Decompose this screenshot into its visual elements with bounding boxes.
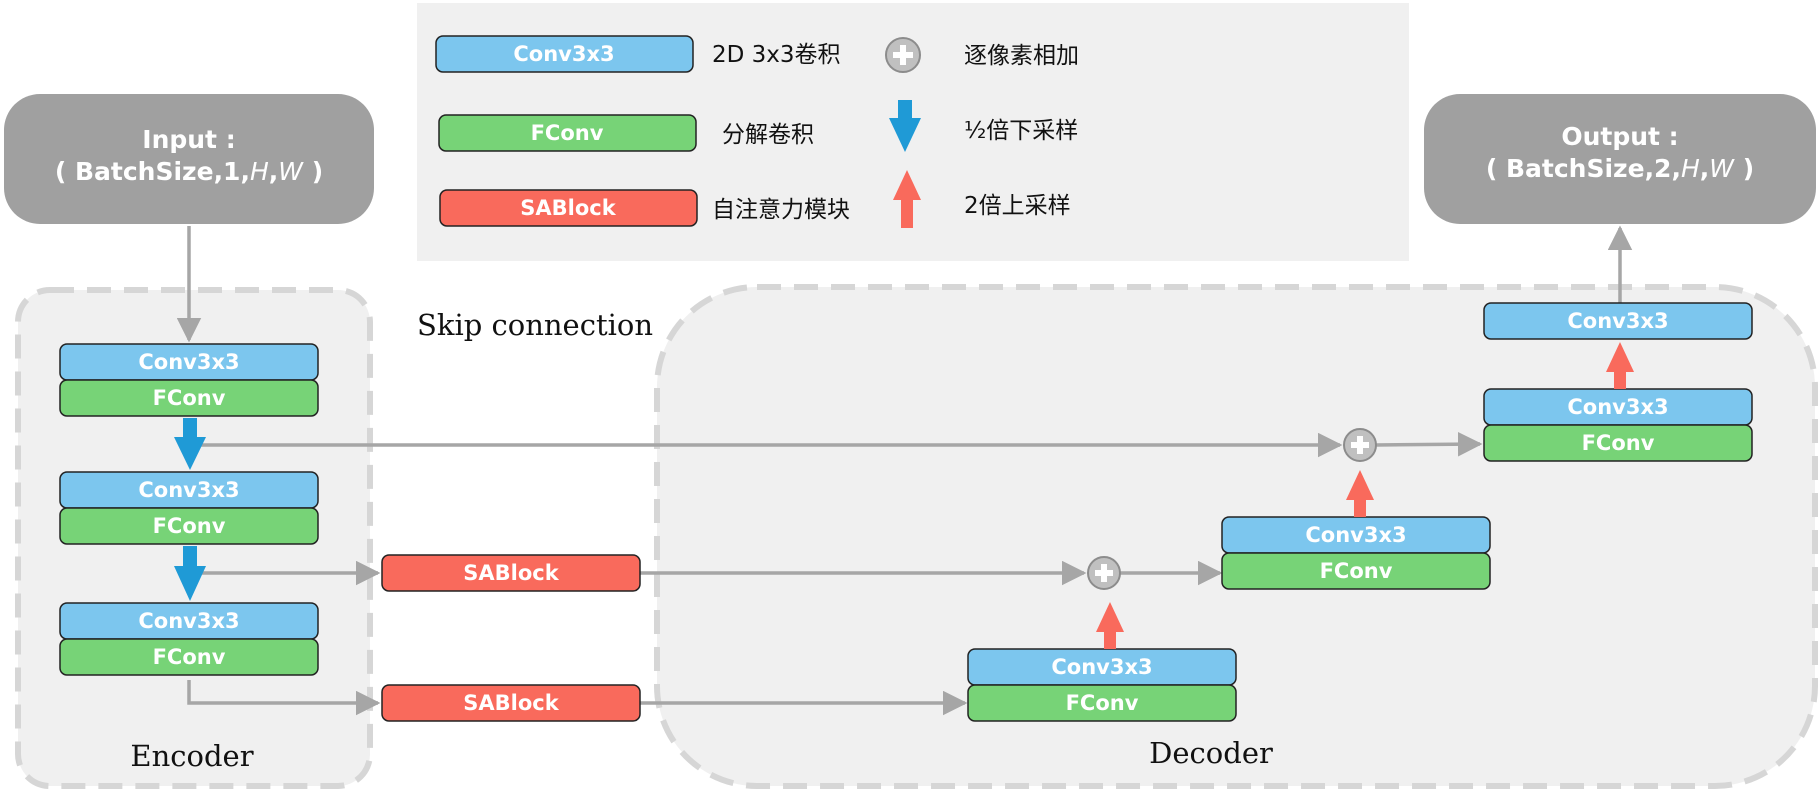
sablock-2: SABlock: [381, 684, 641, 722]
conv-block: Conv3x3: [138, 609, 239, 633]
legend-conv-label: Conv3x3: [513, 42, 614, 66]
conv-block: Conv3x3: [138, 350, 239, 374]
legend-down: ½倍下采样: [889, 100, 1078, 152]
encoder-label: Encoder: [130, 739, 253, 773]
legend-fconv: FConv 分解卷积: [438, 114, 814, 152]
legend-add: 逐像素相加: [885, 37, 1079, 73]
legend-sablock-desc: 自注意力模块: [712, 197, 850, 223]
decoder-label: Decoder: [1149, 736, 1273, 770]
legend-sablock-label: SABlock: [520, 196, 616, 220]
encoder-stage-1: Conv3x3 FConv: [59, 343, 319, 417]
encoder-stage-3: Conv3x3 FConv: [59, 602, 319, 676]
conv-block: Conv3x3: [1567, 395, 1668, 419]
legend-up-desc: 2倍上采样: [964, 193, 1071, 219]
fconv-block: FConv: [153, 514, 226, 538]
skip-connection-label: Skip connection: [417, 308, 653, 342]
output-box: Output : ( BatchSize,2,H,W ): [1424, 94, 1816, 224]
skip-line-3: [187, 680, 381, 716]
decoder-stage-2: Conv3x3 FConv: [1221, 516, 1491, 590]
legend-panel: Conv3x3 2D 3x3卷积 FConv 分解卷积 SABlock 自注意力…: [417, 3, 1409, 261]
encoder-stage-2: Conv3x3 FConv: [59, 471, 319, 545]
legend-conv-desc: 2D 3x3卷积: [712, 42, 841, 68]
up-arrow-icon: [1606, 342, 1634, 389]
conv-block: Conv3x3: [1305, 523, 1406, 547]
plus-circle-icon: [1087, 556, 1121, 590]
input-shape: ( BatchSize,1,H,W ): [55, 157, 323, 186]
plus-circle-icon: [1343, 428, 1377, 462]
legend-down-desc: ½倍下采样: [964, 118, 1078, 144]
fconv-block: FConv: [153, 645, 226, 669]
conv-block: Conv3x3: [1051, 655, 1152, 679]
sablock-label: SABlock: [463, 561, 559, 585]
fconv-block: FConv: [1320, 559, 1393, 583]
legend-fconv-desc: 分解卷积: [722, 122, 814, 148]
down-arrow-icon: [174, 546, 206, 601]
connections: [176, 225, 1633, 716]
conv-block: Conv3x3: [138, 478, 239, 502]
output-title: Output :: [1561, 122, 1678, 151]
fconv-block: FConv: [153, 386, 226, 410]
input-box: Input : ( BatchSize,1,H,W ): [4, 94, 374, 224]
decoder-stage-3: Conv3x3 FConv: [1483, 388, 1753, 462]
plus-circle-icon: [885, 37, 921, 73]
plus1-to-top-conv: [1375, 431, 1483, 457]
legend-sablock: SABlock 自注意力模块: [439, 189, 850, 227]
down-arrow-icon: [174, 418, 206, 470]
output-shape: ( BatchSize,2,H,W ): [1486, 154, 1754, 183]
decoder-stage-1: Conv3x3 FConv: [967, 648, 1237, 722]
input-title: Input :: [142, 125, 235, 154]
sablock-label: SABlock: [463, 691, 559, 715]
legend-add-desc: 逐像素相加: [964, 43, 1079, 69]
fconv-block: FConv: [1582, 431, 1655, 455]
decoder-final-conv: Conv3x3: [1483, 302, 1753, 340]
conv-block: Conv3x3: [1567, 309, 1668, 333]
up-arrow-icon: [1096, 602, 1124, 649]
down-arrow-icon: [889, 100, 921, 152]
sablock-1: SABlock: [381, 554, 641, 592]
up-arrow-icon: [893, 170, 921, 228]
legend-conv: Conv3x3 2D 3x3卷积: [435, 35, 841, 73]
legend-fconv-label: FConv: [531, 121, 604, 145]
fconv-block: FConv: [1066, 691, 1139, 715]
legend-up: 2倍上采样: [893, 170, 1071, 228]
up-arrow-icon: [1346, 470, 1374, 517]
